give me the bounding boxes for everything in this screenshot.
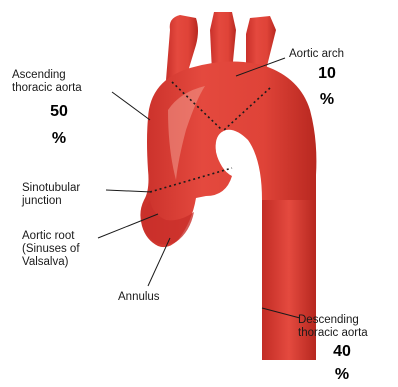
ascending-label-line1: Ascending — [12, 69, 82, 82]
sinotubular-label-line2: junction — [22, 195, 80, 208]
arch-label: Aortic arch — [289, 48, 344, 61]
root-label: Aortic root (Sinuses of Valsalva) — [22, 230, 80, 269]
arch-percent-sign: % — [307, 91, 347, 109]
root-label-line3: Valsalva) — [22, 256, 80, 269]
root-label-line2: (Sinuses of — [22, 243, 80, 256]
descending-label-line1: Descending — [298, 314, 368, 327]
descending-label: Descending thoracic aorta — [298, 314, 368, 340]
descending-percent-value: 40 — [322, 343, 362, 361]
ascending-label: Ascending thoracic aorta — [12, 69, 82, 95]
ascending-percent-sign: % — [39, 130, 79, 148]
ascending-percent-value: 50 — [39, 103, 79, 121]
leader-sinotubular — [106, 190, 152, 192]
annulus-label: Annulus — [118, 291, 160, 304]
descending-percent-sign: % — [322, 366, 362, 384]
sinotubular-label-line1: Sinotubular — [22, 182, 80, 195]
arch-percent-value: 10 — [307, 65, 347, 83]
leader-ascending — [112, 92, 150, 120]
root-label-line1: Aortic root — [22, 230, 80, 243]
ascending-label-line2: thoracic aorta — [12, 82, 82, 95]
descending-label-line2: thoracic aorta — [298, 327, 368, 340]
sinotubular-label: Sinotubular junction — [22, 182, 80, 208]
